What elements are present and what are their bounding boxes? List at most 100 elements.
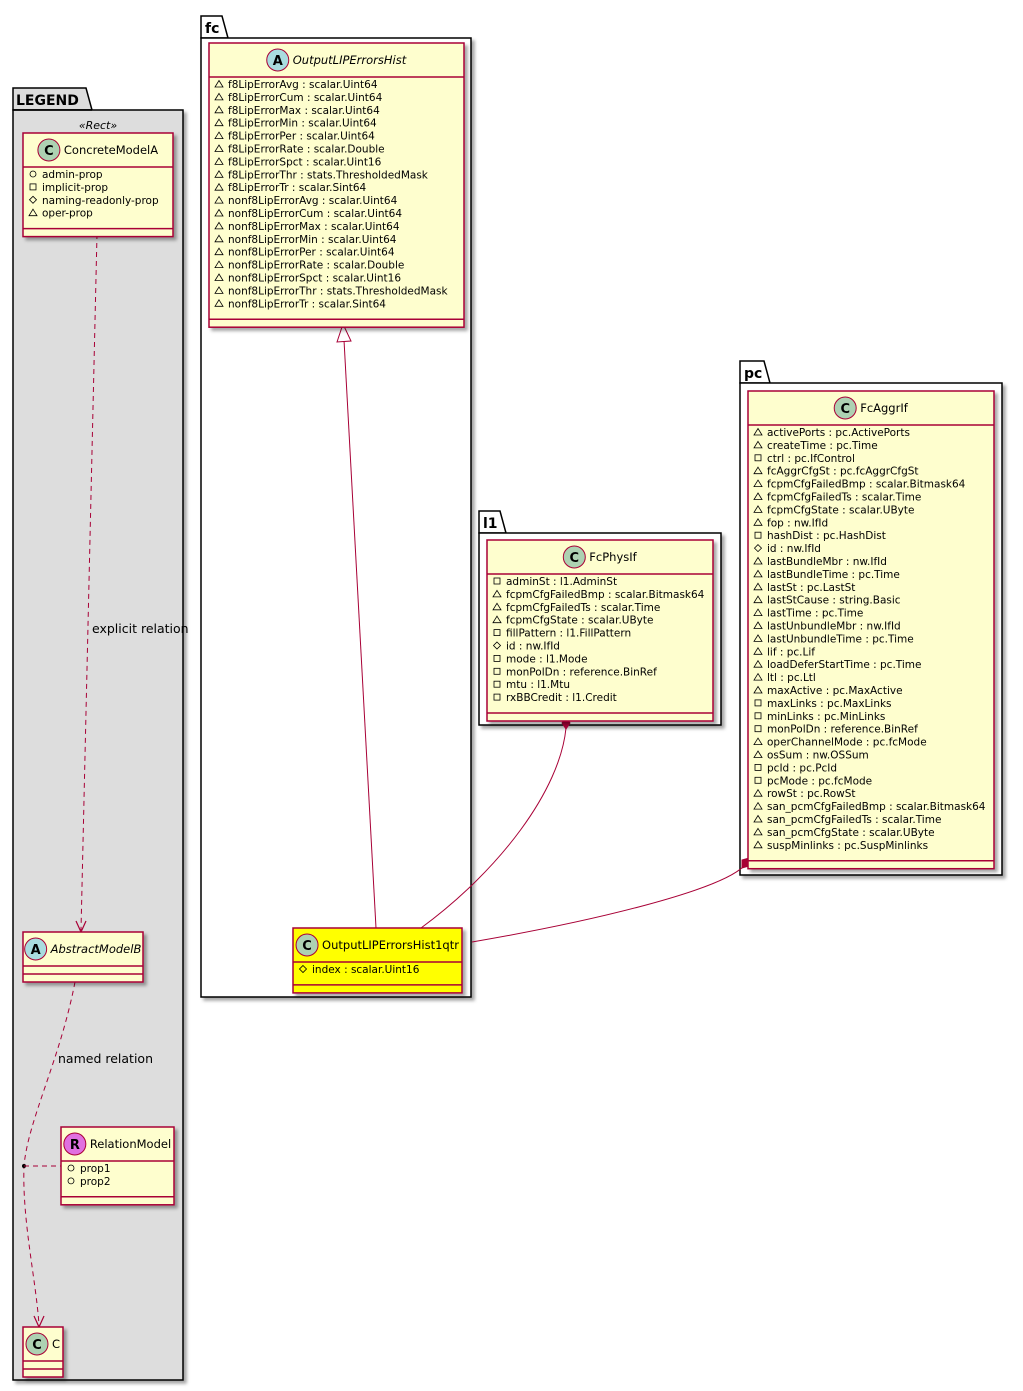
private-visibility-icon <box>754 531 762 539</box>
attribute-text: mtu : l1.Mtu <box>506 679 570 691</box>
class-attribute: fcAggrCfgSt : pc.fcAggrCfgSt <box>753 466 919 478</box>
attribute-text: nonf8LipErrorPer : scalar.Uint64 <box>228 247 395 259</box>
relations: explicit relation named relation <box>22 233 750 1329</box>
class-attribute: fcpmCfgFailedBmp : scalar.Bitmask64 <box>492 589 705 601</box>
package-visibility-icon <box>492 615 502 624</box>
package-visibility-icon <box>214 299 224 307</box>
explicit-relation-edge <box>80 233 98 931</box>
class-attribute: lastSt : pc.LastSt <box>753 582 855 594</box>
package-visibility-icon <box>753 685 763 694</box>
concrete-model-a-title: ConcreteModelA <box>64 143 158 157</box>
class-attribute: nonf8LipErrorThr : stats.ThresholdedMask <box>214 285 449 297</box>
attribute-text: lastBundleTime : pc.Time <box>767 569 900 581</box>
class-attribute: nonf8LipErrorAvg : scalar.Uint64 <box>214 195 398 207</box>
class-attribute: createTime : pc.Time <box>753 440 878 452</box>
class-attribute: oper-prop <box>28 208 93 220</box>
package-visibility-icon <box>214 286 224 294</box>
package-visibility-icon <box>214 273 224 281</box>
class-attribute: f8LipErrorRate : scalar.Double <box>214 144 385 156</box>
class-attribute: f8LipErrorMin : scalar.Uint64 <box>214 118 377 130</box>
attribute-text: lif : pc.Lif <box>767 646 815 658</box>
attribute-text: san_pcmCfgFailedBmp : scalar.Bitmask64 <box>767 801 986 813</box>
class-attribute: lastUnbundleTime : pc.Time <box>753 633 914 645</box>
class-attribute: nonf8LipErrorCum : scalar.Uint64 <box>214 208 402 220</box>
package-visibility-icon <box>753 621 763 629</box>
package-visibility-icon <box>753 492 763 500</box>
class-attribute: monPolDn : reference.BinRef <box>493 666 657 678</box>
class-attribute: operChannelMode : pc.fcMode <box>753 737 927 749</box>
class-attribute: nonf8LipErrorRate : scalar.Double <box>214 260 404 272</box>
class-attribute: implicit-prop <box>29 182 108 194</box>
class-attribute: f8LipErrorSpct : scalar.Uint16 <box>214 156 382 168</box>
class-attribute: suspMinlinks : pc.SuspMinlinks <box>753 840 928 852</box>
class-attribute: f8LipErrorCum : scalar.Uint64 <box>214 92 383 104</box>
package-visibility-icon <box>214 260 224 268</box>
class-attribute: fcpmCfgState : scalar.UByte <box>492 615 653 627</box>
package-visibility-icon <box>214 182 224 191</box>
fc-aggr-if-box <box>747 390 995 870</box>
attribute-text: lastStCause : string.Basic <box>767 595 901 607</box>
package-visibility-icon <box>753 440 763 449</box>
package-visibility-icon <box>753 801 763 810</box>
class-attribute: rxBBCredit : l1.Credit <box>493 692 617 704</box>
class-attribute: nonf8LipErrorPer : scalar.Uint64 <box>214 247 395 259</box>
class-attribute: fcpmCfgFailedTs : scalar.Time <box>753 492 921 504</box>
attribute-text: san_pcmCfgFailedTs : scalar.Time <box>767 814 941 826</box>
attribute-text: fcpmCfgFailedBmp : scalar.Bitmask64 <box>506 589 705 601</box>
named-relation-label: named relation <box>58 1051 153 1066</box>
attribute-text: admin-prop <box>42 169 103 181</box>
private-visibility-icon <box>754 776 762 784</box>
class-attribute: nonf8LipErrorTr : scalar.Sint64 <box>214 298 386 310</box>
private-visibility-icon <box>29 183 37 191</box>
class-attribute: fop : nw.IfId <box>753 517 828 529</box>
attribute-text: nonf8LipErrorTr : scalar.Sint64 <box>228 298 386 310</box>
class-attribute: prop1 <box>67 1163 111 1175</box>
attribute-text: fcpmCfgState : scalar.UByte <box>767 504 914 516</box>
private-visibility-icon <box>493 655 501 662</box>
class-attribute: prop2 <box>67 1176 111 1188</box>
class-attribute: lastStCause : string.Basic <box>753 595 901 607</box>
attribute-text: suspMinlinks : pc.SuspMinlinks <box>767 840 928 852</box>
package-visibility-icon <box>214 208 224 217</box>
package-visibility-icon <box>753 788 763 797</box>
package-visibility-icon <box>492 602 502 611</box>
package-visibility-icon <box>753 814 763 823</box>
class-attribute: nonf8LipErrorMin : scalar.Uint64 <box>214 234 397 246</box>
attribute-text: nonf8LipErrorRate : scalar.Double <box>228 260 404 272</box>
package-visibility-icon <box>214 221 224 230</box>
class-attribute: ctrl : pc.IfControl <box>754 453 855 465</box>
attribute-text: rowSt : pc.RowSt <box>767 788 856 800</box>
attribute-text: nonf8LipErrorSpct : scalar.Uint16 <box>228 273 401 285</box>
attribute-text: oper-prop <box>42 208 93 220</box>
attribute-text: lastTime : pc.Time <box>767 608 863 620</box>
private-visibility-icon <box>493 667 501 675</box>
class-attribute: f8LipErrorMax : scalar.Uint64 <box>214 105 380 117</box>
public-visibility-icon <box>67 1164 75 1172</box>
class-attribute: fcpmCfgState : scalar.UByte <box>753 504 914 516</box>
class-attribute: san_pcmCfgFailedBmp : scalar.Bitmask64 <box>753 801 986 813</box>
attribute-text: fcpmCfgFailedBmp : scalar.Bitmask64 <box>767 479 966 491</box>
package-visibility-icon <box>753 556 763 565</box>
class-attribute: maxLinks : pc.MaxLinks <box>754 698 892 710</box>
class-type-letter: A <box>273 54 283 69</box>
protected-visibility-icon <box>492 641 502 650</box>
attribute-text: prop2 <box>80 1176 111 1188</box>
class-type-letter: C <box>840 402 850 417</box>
attribute-text: minLinks : pc.MinLinks <box>767 711 885 723</box>
package-visibility-icon <box>753 840 763 849</box>
protected-visibility-icon <box>298 964 308 974</box>
class-attribute: osSum : nw.OSSum <box>753 750 869 762</box>
attribute-text: nonf8LipErrorThr : stats.ThresholdedMask <box>228 285 449 297</box>
private-visibility-icon <box>493 680 501 688</box>
class-type-letter: C <box>302 939 312 954</box>
attribute-text: nonf8LipErrorMin : scalar.Uint64 <box>228 234 397 246</box>
composition-edge-physif <box>420 727 567 929</box>
